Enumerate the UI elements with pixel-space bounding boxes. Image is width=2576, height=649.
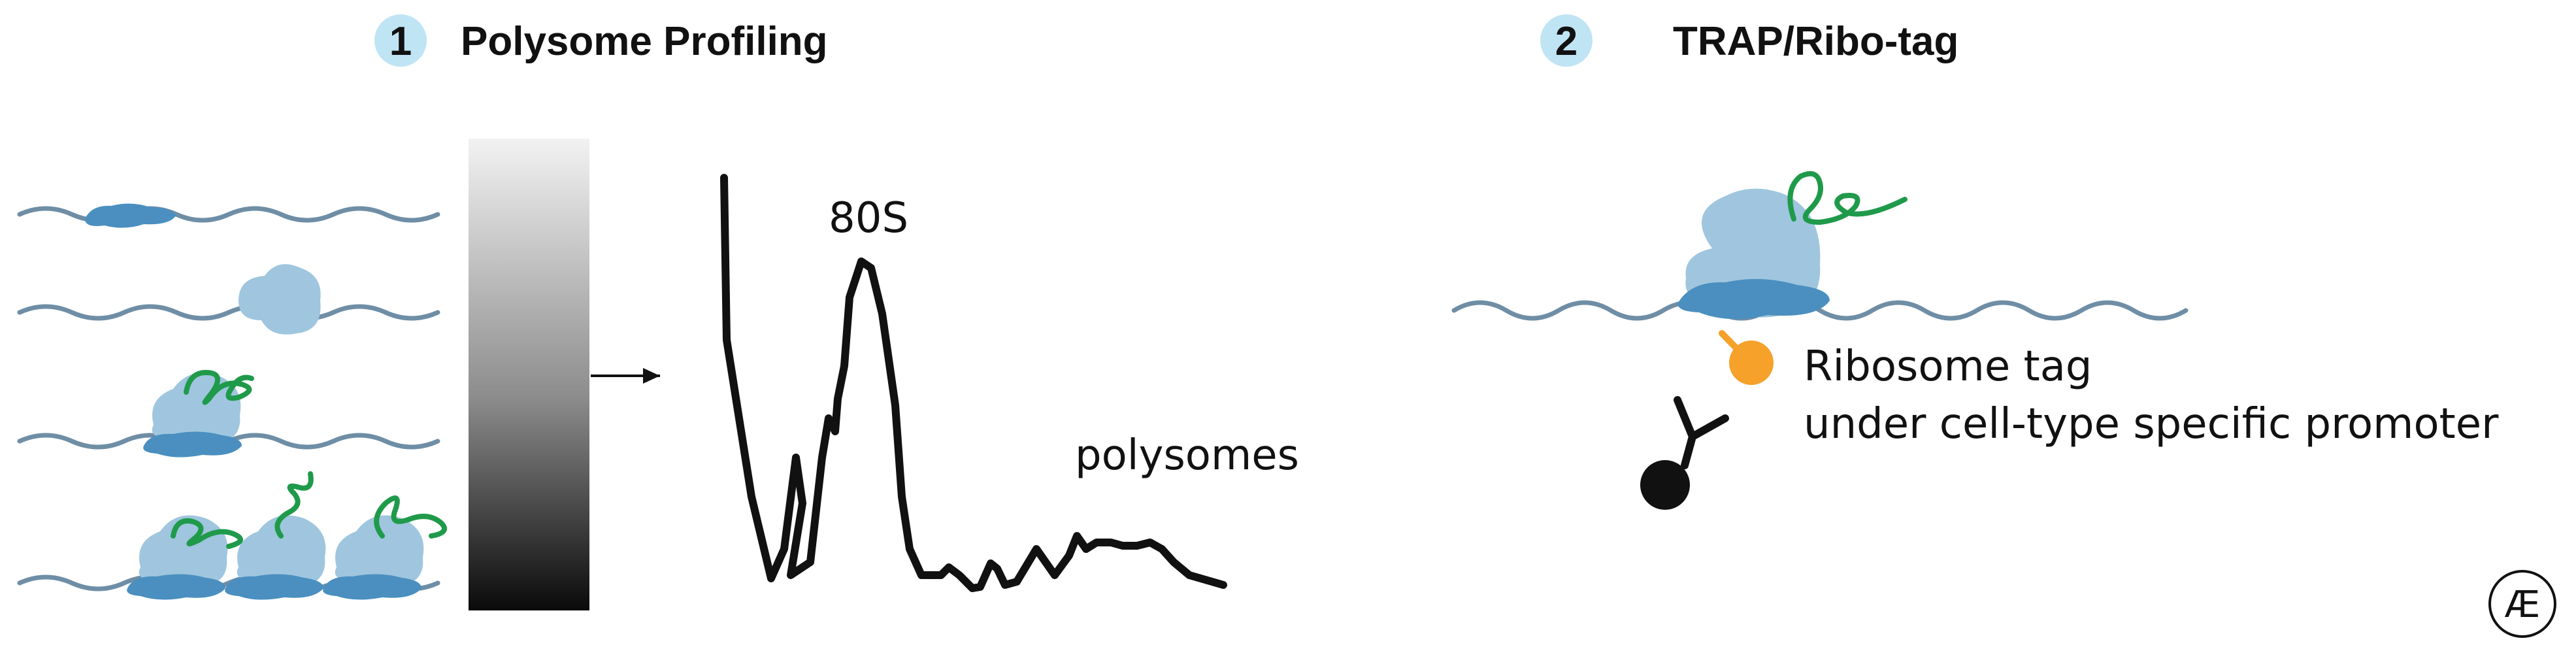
- ribosome-tag-label: Ribosome tag: [1804, 342, 2092, 391]
- ae-logo: Æ: [2488, 570, 2556, 638]
- absorbance-trace: [720, 174, 1227, 592]
- panel2-title: TRAP/Ribo-tag: [1673, 19, 1958, 64]
- panel1-number: 1: [389, 19, 412, 64]
- panel1-number-badge: [374, 14, 427, 67]
- row-small-subunit: [17, 203, 440, 228]
- mrna-icon: [17, 206, 440, 223]
- row-large-subunit: [17, 264, 440, 335]
- peak-label-80s: 80S: [829, 194, 908, 242]
- panel1-title: Polysome Profiling: [461, 19, 828, 64]
- mrna-icon: [17, 304, 440, 321]
- ribosome-states: [17, 203, 447, 600]
- right-arrow-icon: [591, 368, 660, 384]
- sucrose-gradient-tube: [469, 139, 589, 610]
- ribosome-icon: [225, 515, 326, 600]
- large-subunit-icon: [239, 264, 321, 335]
- antibody-icon: [1640, 396, 1729, 510]
- peptide-icon: [1787, 171, 1907, 225]
- panel2-header: 2 TRAP/Ribo-tag: [1540, 14, 1958, 67]
- row-polysome: [17, 471, 447, 600]
- polysomes-label: polysomes: [1075, 431, 1299, 480]
- ae-logo-text: Æ: [2505, 584, 2541, 626]
- peptide-icon: [374, 495, 447, 539]
- ribosome-icon: [1678, 188, 1830, 320]
- peptide-icon: [274, 471, 314, 539]
- panel2-number-badge: [1540, 14, 1593, 67]
- ribosome-icon: [323, 515, 424, 600]
- peptide-icon: [171, 518, 243, 549]
- trap-diagram: [1451, 171, 2188, 510]
- ribosome-tag-icon: [1729, 341, 1774, 385]
- peptide-icon: [184, 369, 254, 405]
- mrna-icon: [1451, 300, 2188, 321]
- small-subunit-icon: [85, 203, 176, 228]
- panel1-header: 1 Polysome Profiling: [374, 14, 828, 67]
- row-monosome: [17, 369, 440, 458]
- ribosome-tag-sublabel: under cell-type specific promoter: [1804, 400, 2499, 448]
- panel2-number: 2: [1555, 19, 1577, 64]
